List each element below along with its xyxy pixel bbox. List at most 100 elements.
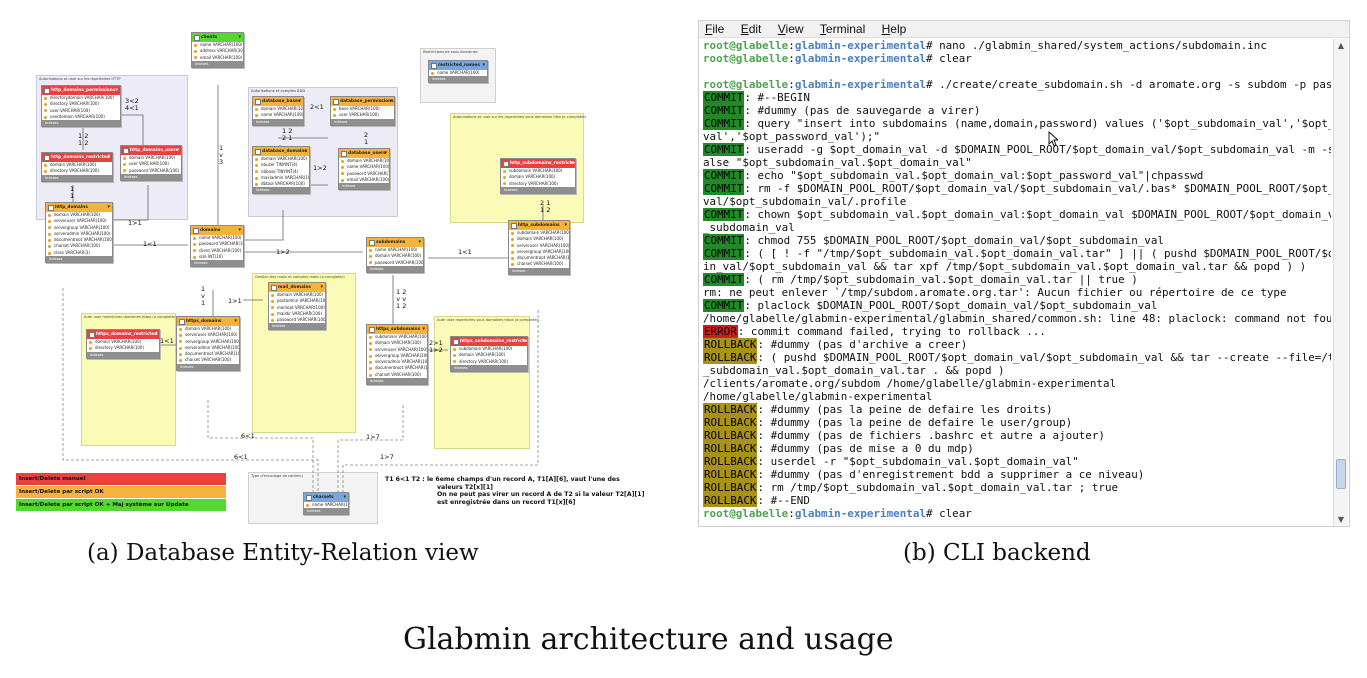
table-https-subdomains[interactable]: https_subdomainssubdomain VARCHAR(100)do…	[366, 324, 428, 386]
table-restricted-names[interactable]: restricted_namesname VARCHAR(100)Indexes	[428, 60, 488, 84]
table-field: base VARCHAR(100)	[331, 106, 394, 112]
table-http-domains-restricted[interactable]: http_domains_restricteddomain VARCHAR(10…	[41, 152, 113, 182]
line-text: in_val/$opt_subdomain_val && tar xpf /tm…	[703, 260, 1307, 273]
terminal-window[interactable]: File Edit View Terminal Help root@glabel…	[698, 20, 1350, 527]
table-indexes: Indexes	[46, 256, 112, 263]
table-indexes: Indexes	[42, 174, 112, 181]
menu-file[interactable]: File	[705, 22, 725, 36]
table-charsets[interactable]: charsetsname VARCHAR(100)Indexes	[303, 492, 349, 516]
table-field: domain VARCHAR(100)	[177, 326, 239, 332]
table-http-domains-users[interactable]: http_domains_usersdomain VARCHAR(100)use…	[120, 145, 182, 181]
table-mail-domains[interactable]: mail_domainsdomain VARCHAR(100)postadmin…	[268, 282, 326, 331]
table-database-permissions[interactable]: database_permissionsbase VARCHAR(100)use…	[330, 96, 395, 126]
table-field: servergroup VARCHAR(100)	[46, 225, 112, 231]
table-field: domain VARCHAR(100)	[367, 340, 427, 346]
relation-label: 3<2 4<1	[125, 97, 139, 112]
terminal-line: ROLLBACK: #dummy (pas la peine de defair…	[703, 403, 1331, 416]
table-header: clients	[192, 33, 243, 42]
status-badge-commit: COMMIT	[703, 104, 745, 117]
status-badge-error: ERROR	[703, 325, 738, 338]
line-text: : placlock $DOMAIN_POOL_ROOT/$opt_domain…	[744, 299, 1158, 312]
line-text: val/$opt_subdomain_val/.profile	[703, 195, 907, 208]
table-field: email VARCHAR(100)	[339, 177, 389, 183]
table-field: client VARCHAR(100)	[191, 248, 243, 254]
table-field: documentroot VARCHAR(100)	[509, 255, 569, 261]
table-header: domains	[191, 226, 243, 235]
terminal-line: COMMIT: placlock $DOMAIN_POOL_ROOT/$opt_…	[703, 299, 1331, 312]
table-indexes: Indexes	[269, 323, 325, 330]
table-https-subdomains-restricted[interactable]: https_subdomains_restrictedsubdomain VAR…	[450, 336, 528, 372]
table-field: domain VARCHAR(100)	[42, 162, 112, 168]
table-subdomains[interactable]: subdomainsname VARCHAR(100)domain VARCHA…	[366, 237, 424, 273]
table-field: documentroot VARCHAR(100)	[177, 351, 239, 357]
prompt-separator: :	[788, 507, 795, 520]
table-clients[interactable]: clientsname VARCHAR(100)address VARCHAR(…	[191, 32, 244, 68]
line-text: : #dummy (pas d'archive a creer)	[757, 338, 968, 351]
terminal-line: _subdomain_val	[703, 221, 1331, 234]
table-field: documentroot VARCHAR(100)	[46, 237, 112, 243]
table-indexes: Indexes	[121, 173, 181, 180]
prompt-separator: :	[788, 52, 795, 65]
table-field: serveradmin VARCHAR(100)	[367, 359, 427, 365]
table-field: email VARCHAR(100)	[192, 55, 243, 61]
table-field: name VARCHAR(100)	[429, 70, 487, 76]
table-field: address VARCHAR(300)	[192, 48, 243, 54]
table-field: charset VARCHAR(100)	[509, 261, 569, 267]
figure-title: Glabmin architecture and usage	[403, 622, 894, 657]
table-field: user VARCHAR(100)	[121, 161, 181, 167]
table-field: serveradmin VARCHAR(100)	[46, 231, 112, 237]
table-https-domains-restricted[interactable]: https_domains_restricteddomain VARCHAR(1…	[86, 329, 160, 359]
terminal-line: ROLLBACK: #dummy (pas d'enregistrement b…	[703, 468, 1331, 481]
relation-label: 1<1	[458, 248, 472, 256]
table-http-domains-permissions[interactable]: http_domains_permissionsdirectorydomain …	[41, 85, 121, 128]
table-field: name VARCHAR(100)	[304, 502, 348, 508]
arrow-up-icon[interactable]: ▲	[1337, 41, 1345, 50]
table-domains[interactable]: domainsname VARCHAR(100)password VARCHAR…	[190, 225, 244, 268]
status-badge-commit: COMMIT	[703, 299, 745, 312]
line-text: : ( [ ! -f "/tmp/$opt_subdomain_val.$opt…	[744, 247, 1331, 260]
terminal-scrollbar[interactable]: ▲ ▼	[1333, 39, 1348, 526]
table-field: serveruser VARCHAR(100)	[46, 218, 112, 224]
terminal-line: ROLLBACK: rm /tmp/$opt_subdomain_val.$op…	[703, 481, 1331, 494]
status-badge-rollback: ROLLBACK	[703, 338, 758, 351]
terminal-line: root@glabelle:glabmin-experimental# nano…	[703, 39, 1331, 52]
terminal-line: val','$opt_password_val');"	[703, 130, 1331, 143]
table-http-subdomains[interactable]: http_subdomainssubdomain VARCHAR(100)dom…	[508, 220, 570, 275]
table-field: postadmin VARCHAR(100)	[269, 298, 325, 304]
table-field: domain VARCHAR(100)	[121, 155, 181, 161]
table-field: subdomain VARCHAR(100)	[501, 168, 575, 174]
terminal-line: COMMIT: #dummy (pas de sauvegarde a vire…	[703, 104, 1331, 117]
table-database-bases[interactable]: database_basesdomain VARCHAR(100)name VA…	[252, 96, 304, 126]
table-http-subdomains-restricted[interactable]: http_subdomains_restrictedsubdomain VARC…	[500, 158, 576, 194]
table-field: domain VARCHAR(100)	[253, 106, 303, 112]
table-database-users[interactable]: database_usersdomain VARCHAR(100)name VA…	[338, 148, 390, 191]
line-text: alse "$opt_subdomain_val.$opt_domain_val…	[703, 156, 972, 169]
zone-title: Autorisations et user sur les repertoire…	[39, 77, 121, 81]
menu-edit[interactable]: Edit	[740, 22, 762, 36]
scrollbar-thumb[interactable]	[1336, 459, 1346, 489]
relation-label: 1>7	[366, 433, 380, 441]
table-header: http_domains	[46, 203, 112, 212]
menu-view[interactable]: View	[777, 22, 804, 36]
menu-help[interactable]: Help	[881, 22, 907, 36]
table-field: domain VARCHAR(100)	[501, 174, 575, 180]
table-indexes: Indexes	[253, 118, 303, 125]
terminal-line: ROLLBACK: #dummy (pas de mise a 0 du mdp…	[703, 442, 1331, 455]
table-field: nbuser TINYINT(4)	[253, 162, 309, 168]
menu-terminal[interactable]: Terminal	[819, 22, 866, 36]
table-indexes: Indexes	[87, 351, 159, 358]
table-database-domains[interactable]: database_domainsdomain VARCHAR(100)nbuse…	[252, 146, 310, 195]
relation-note: T1 6<1 T2 : le 6eme champs d'un record A…	[385, 476, 644, 506]
terminal-output[interactable]: root@glabelle:glabmin-experimental# nano…	[703, 39, 1331, 527]
table-http-domains[interactable]: http_domainsdomain VARCHAR(100)serveruse…	[45, 202, 113, 264]
table-https-domains[interactable]: https_domainsdomain VARCHAR(100)serverus…	[176, 316, 240, 371]
status-badge-commit: COMMIT	[703, 117, 745, 130]
status-badge-rollback: ROLLBACK	[703, 442, 758, 455]
table-field: directory VARCHAR(100)	[42, 168, 112, 174]
prompt-path: glabmin-experimental	[794, 52, 926, 65]
terminal-line: root@glabelle:glabmin-experimental# clea…	[703, 52, 1331, 65]
arrow-down-icon[interactable]: ▼	[1337, 515, 1345, 524]
terminal-line: COMMIT: rm -f $DOMAIN_POOL_ROOT/$opt_dom…	[703, 182, 1331, 195]
line-text: : #--BEGIN	[744, 91, 810, 104]
table-field: name VARCHAR(100)	[191, 235, 243, 241]
